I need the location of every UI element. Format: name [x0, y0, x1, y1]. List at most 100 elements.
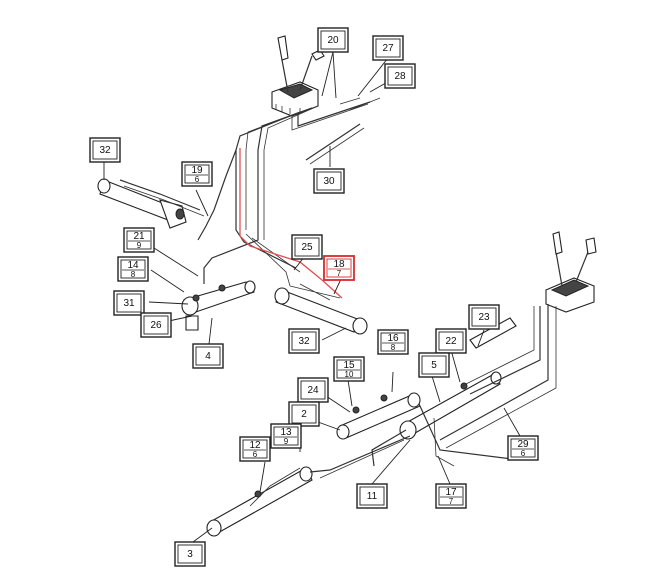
callout-number: 18	[333, 259, 345, 270]
callout-inner-box	[291, 404, 317, 424]
callout-box	[123, 227, 155, 253]
callout-inner-box	[143, 315, 169, 335]
callout-box	[181, 161, 213, 187]
callout-inner-box	[291, 331, 317, 351]
callout-number: 5	[431, 360, 437, 371]
callout-box	[333, 356, 365, 382]
callout-inner-box	[471, 307, 497, 327]
callout-number: 14	[127, 260, 139, 271]
callout-number: 24	[307, 385, 319, 396]
callout-subnumber: 6	[253, 450, 258, 459]
callout-inner-box	[421, 355, 447, 375]
callout-number: 3	[187, 549, 193, 560]
callout-3: 3	[174, 541, 206, 567]
callout-box	[372, 35, 404, 61]
callout-18: 187	[323, 255, 355, 281]
callout-5: 5	[418, 352, 450, 378]
callout-box	[174, 541, 206, 567]
callout-inner-box	[320, 30, 346, 50]
callout-inner-box	[510, 438, 536, 458]
callout-number: 21	[133, 231, 145, 242]
callout-31: 31	[113, 290, 145, 316]
callout-number: 17	[445, 487, 457, 498]
callout-number: 28	[394, 71, 406, 82]
callout-29: 296	[507, 435, 539, 461]
callout-box	[288, 401, 320, 427]
cylinder-2	[336, 392, 421, 440]
callout-22: 22	[435, 328, 467, 354]
callout-inner-box	[316, 171, 342, 191]
callout-inner-box	[387, 66, 413, 86]
highlighted-hose-18	[239, 148, 343, 299]
callout-box	[507, 435, 539, 461]
callout-number: 11	[367, 491, 378, 502]
callout-inner-box	[273, 426, 299, 446]
callout-number: 15	[343, 360, 355, 371]
callout-box	[435, 483, 467, 509]
callout-23: 23	[468, 304, 500, 330]
callout-box	[239, 436, 271, 462]
callout-box	[113, 290, 145, 316]
callout-number: 26	[150, 320, 162, 331]
callout-inner-box	[184, 164, 210, 184]
callout-17: 177	[435, 483, 467, 509]
callout-box	[323, 255, 355, 281]
callout-subnumber: 10	[345, 370, 354, 379]
callout-subnumber: 9	[137, 241, 142, 250]
callout-inner-box	[242, 439, 268, 459]
upper-control-valve	[271, 35, 325, 117]
callout-12: 126	[239, 436, 271, 462]
callout-box	[418, 352, 450, 378]
callout-26: 26	[140, 312, 172, 338]
lower-hose-lines	[249, 304, 557, 507]
callout-number: 19	[191, 165, 203, 176]
callout-box	[317, 27, 349, 53]
callout-inner-box	[375, 38, 401, 58]
callout-inner-box	[116, 293, 142, 313]
callout-number: 23	[478, 312, 490, 323]
callout-inner-box	[120, 259, 146, 279]
callout-25: 25	[291, 234, 323, 260]
callout-subnumber: 8	[131, 270, 136, 279]
callout-box	[297, 377, 329, 403]
cylinder-3	[206, 466, 313, 537]
callout-32: 32	[288, 328, 320, 354]
callout-box	[192, 343, 224, 369]
cylinder-5	[399, 317, 517, 440]
callout-subnumber: 6	[195, 175, 200, 184]
callout-inner-box	[294, 237, 320, 257]
callout-2: 2	[288, 401, 320, 427]
callout-28: 28	[384, 63, 416, 89]
callout-box	[377, 329, 409, 355]
callout-number: 22	[445, 336, 457, 347]
lower-control-valve	[545, 231, 597, 313]
callout-13: 139	[270, 423, 302, 449]
callout-box	[140, 312, 172, 338]
callout-30: 30	[313, 168, 345, 194]
callout-number: 31	[123, 298, 135, 309]
callout-box	[435, 328, 467, 354]
callout-number: 13	[280, 427, 292, 438]
callout-inner-box	[177, 544, 203, 564]
callout-4: 4	[192, 343, 224, 369]
callout-subnumber: 9	[284, 437, 289, 446]
callout-box	[384, 63, 416, 89]
callout-inner-box	[300, 380, 326, 400]
callout-inner-box	[326, 258, 352, 278]
callout-number: 12	[249, 440, 261, 451]
callout-box	[89, 137, 121, 163]
callout-number: 32	[298, 336, 310, 347]
cylinder-32-lower	[274, 283, 368, 335]
callout-number: 30	[323, 176, 335, 187]
callout-32: 32	[89, 137, 121, 163]
callout-inner-box	[195, 346, 221, 366]
callout-box	[117, 256, 149, 282]
callout-11: 11	[356, 483, 388, 509]
callout-box	[288, 328, 320, 354]
cylinder-4	[181, 280, 256, 331]
hose-lines	[197, 97, 381, 287]
callout-inner-box	[336, 359, 362, 379]
callout-number: 2	[301, 409, 307, 420]
